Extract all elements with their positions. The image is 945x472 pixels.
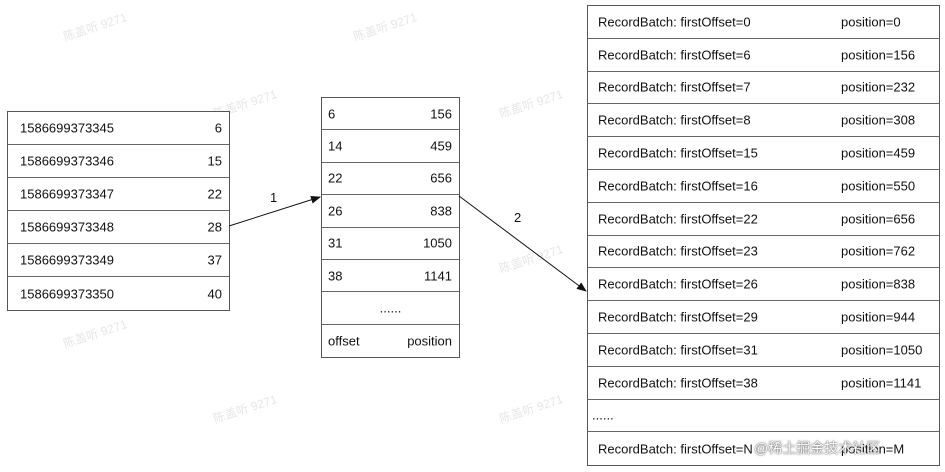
site-watermark: @稀土掘金技术社区 [754,440,881,456]
ellipsis-row: ...... [588,400,939,433]
table-row: 26 838 [322,195,459,228]
record-batch-cell: RecordBatch: firstOffset=8 [598,112,751,128]
position-header: position [407,333,452,349]
table-row: 1586699373348 28 [8,211,229,244]
table-row: 1586699373349 37 [8,244,229,277]
record-batch-cell: RecordBatch: firstOffset=7 [598,79,751,95]
table-row: RecordBatch: firstOffset=0 position=0 [588,6,939,39]
record-batch-cell: RecordBatch: firstOffset=0 [598,14,751,30]
offset-cell: 14 [328,138,343,154]
timestamp-cell: 1586699373347 [20,186,114,202]
ellipsis-text: ...... [379,300,402,316]
position-cell: position=944 [841,309,916,325]
timestamp-cell: 1586699373350 [20,286,114,301]
record-batch-cell: RecordBatch: firstOffset=23 [598,243,758,259]
table-row: RecordBatch: firstOffset=N position=M [588,432,939,465]
ellipsis-row: ...... [322,292,459,325]
arrow-1 [228,195,321,227]
offset-cell: 40 [207,286,222,301]
record-batch-cell: RecordBatch: firstOffset=6 [598,47,751,63]
table-row: 6 156 [322,98,459,131]
offset-cell: 6 [328,106,336,122]
position-cell: 838 [430,203,452,219]
offset-cell: 22 [328,170,343,186]
position-cell: 656 [430,170,452,186]
timestamp-index-table: 1586699373345 6 1586699373346 15 1586699… [7,111,230,311]
table-row: 14 459 [322,130,459,163]
position-cell: position=1050 [841,342,923,358]
record-batch-cell: RecordBatch: firstOffset=38 [598,375,758,391]
position-cell: position=232 [841,79,916,95]
table-row: RecordBatch: firstOffset=23 position=762 [588,236,939,269]
table-row: RecordBatch: firstOffset=31 position=1050 [588,334,939,367]
table-row: RecordBatch: firstOffset=22 position=656 [588,203,939,236]
timestamp-cell: 1586699373346 [20,153,114,169]
table-row: 31 1050 [322,228,459,260]
table-row: 1586699373350 40 [8,277,229,310]
table-row: RecordBatch: firstOffset=16 position=550 [588,170,939,203]
table-row: 38 1141 [322,260,459,293]
header-row: offset position [322,325,459,357]
record-batch-cell: RecordBatch: firstOffset=15 [598,145,758,161]
position-cell: position=656 [841,211,916,227]
offset-cell: 37 [207,252,222,268]
offset-cell: 31 [328,235,343,251]
arrow-label-2: 2 [514,210,522,225]
table-row: RecordBatch: firstOffset=29 position=944 [588,301,939,334]
position-cell: position=762 [841,243,916,259]
table-row: 1586699373347 22 [8,178,229,211]
position-cell: position=M [841,441,905,457]
log-segment-table: RecordBatch: firstOffset=0 position=0 Rec… [587,5,940,467]
offset-cell: 15 [207,153,222,169]
offset-cell: 6 [214,120,222,136]
offset-cell: 28 [207,219,222,235]
table-row: RecordBatch: firstOffset=26 position=838 [588,268,939,302]
record-batch-cell: RecordBatch: firstOffset=22 [598,211,758,227]
table-row: RecordBatch: firstOffset=6 position=156 [588,39,939,72]
position-cell: position=838 [841,276,916,292]
offset-cell: 26 [328,203,343,219]
position-cell: 1141 [424,268,452,284]
position-cell: position=550 [841,178,916,194]
record-batch-cell: RecordBatch: firstOffset=29 [598,309,758,325]
timestamp-cell: 1586699373345 [20,120,114,136]
position-cell: position=156 [841,47,916,63]
record-batch-cell: RecordBatch: firstOffset=16 [598,178,758,194]
position-cell: position=1141 [841,375,922,391]
offset-header: offset [328,333,360,349]
arrow-2 [458,195,587,292]
position-cell: 1050 [423,235,452,251]
position-cell: position=308 [841,112,916,128]
position-cell: position=0 [841,14,901,30]
offset-cell: 38 [328,268,343,284]
timestamp-cell: 1586699373349 [20,252,114,268]
record-batch-cell: RecordBatch: firstOffset=31 [598,342,758,358]
ellipsis-text: ...... [592,407,614,423]
record-batch-cell: RecordBatch: firstOffset=N [598,441,753,457]
table-row: RecordBatch: firstOffset=38 position=1141 [588,367,939,400]
offset-index-table: 6 156 14 459 22 656 26 838 31 1050 38 11… [321,97,460,359]
timestamp-cell: 1586699373348 [20,219,114,235]
position-cell: position=459 [841,145,916,161]
offset-cell: 22 [207,186,222,202]
table-row: 22 656 [322,163,459,196]
table-row: RecordBatch: firstOffset=15 position=459 [588,137,939,170]
table-row: RecordBatch: firstOffset=7 position=232 [588,72,939,105]
record-batch-cell: RecordBatch: firstOffset=26 [598,276,758,292]
table-row: 1586699373346 15 [8,145,229,178]
position-cell: 156 [430,106,452,122]
table-row: 1586699373345 6 [8,112,229,145]
arrow-label-1: 1 [270,190,278,205]
position-cell: 459 [430,138,452,154]
table-row: RecordBatch: firstOffset=8 position=308 [588,104,939,138]
